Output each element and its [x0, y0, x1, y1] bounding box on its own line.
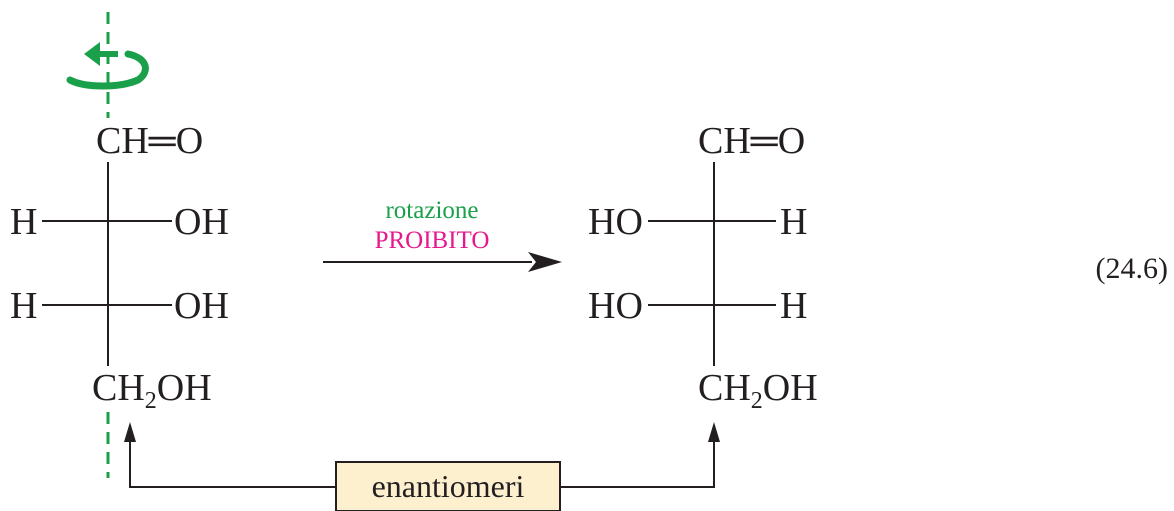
left-bottom-sub: 2: [145, 388, 157, 414]
right-bottom-sub: 2: [751, 388, 763, 414]
left-bottom-group: CH2OH: [92, 367, 212, 414]
connector-left-arrowhead: [124, 422, 136, 442]
enantiomer-connector: enantiomeri: [124, 422, 720, 511]
left-top-group: CH═O: [96, 120, 203, 162]
connector-right-line: [560, 438, 715, 488]
right-top-group: CH═O: [698, 120, 805, 162]
left-fischer-projection: CH═O H OH H OH CH2OH: [10, 120, 229, 414]
left-row2-left: H: [10, 285, 37, 327]
right-row2-left: HO: [588, 285, 643, 327]
arrow-head: [528, 252, 562, 272]
right-row1-right: H: [780, 201, 807, 243]
left-bottom-main: CH: [92, 367, 145, 409]
arrow-top-label: rotazione: [385, 197, 478, 224]
left-row1-left: H: [10, 201, 37, 243]
left-row2-right: OH: [174, 285, 229, 327]
left-bottom-tail: OH: [157, 367, 212, 409]
connector-right-arrowhead: [708, 422, 720, 442]
connector-left-line: [129, 438, 336, 488]
equation-number: (24.6): [1096, 252, 1168, 285]
right-bottom-group: CH2OH: [698, 367, 818, 414]
right-row1-left: HO: [588, 201, 643, 243]
left-row1-right: OH: [174, 201, 229, 243]
enantiomer-box: [335, 461, 561, 511]
right-fischer-projection: CH═O HO H HO H CH2OH: [588, 120, 818, 414]
right-row2-right: H: [780, 285, 807, 327]
rotation-arrow-icon: [66, 42, 149, 90]
enantiomer-label: enantiomeri: [372, 468, 525, 504]
right-bottom-tail: OH: [763, 367, 818, 409]
reaction-arrow: rotazione PROIBITO: [323, 197, 562, 272]
right-bottom-main: CH: [698, 367, 751, 409]
arrow-bottom-label: PROIBITO: [375, 227, 490, 254]
